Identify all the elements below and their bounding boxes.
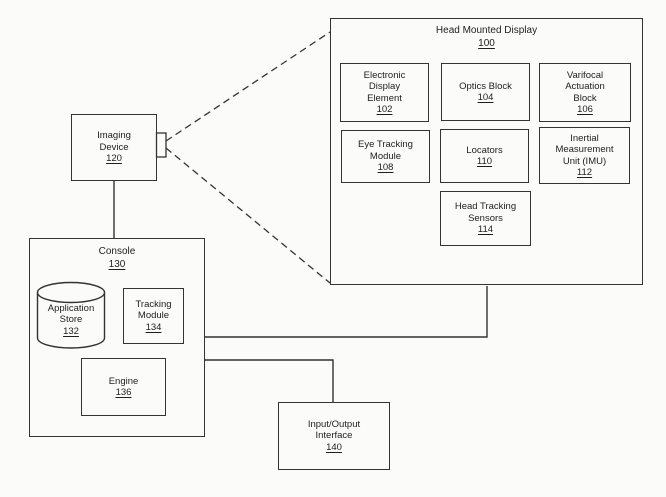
node-head-tracking-sensors-label: Head Tracking Sensors [454, 201, 517, 224]
node-optics-block: Optics Block 104 [441, 63, 530, 121]
node-electronic-display-element-label: Electronic Display Element [363, 69, 406, 104]
node-tracking-module-ref: 134 [145, 321, 162, 333]
node-head-tracking-sensors-ref: 114 [477, 224, 494, 236]
node-io-interface: Input/Output Interface 140 [278, 402, 390, 470]
node-engine-ref: 136 [115, 387, 132, 398]
node-eye-tracking-module-ref: 108 [377, 162, 394, 174]
node-tracking-module: Tracking Module 134 [123, 288, 184, 344]
node-engine: Engine 136 [81, 358, 166, 416]
node-eye-tracking-module: Eye Tracking Module 108 [341, 130, 430, 183]
node-electronic-display-element: Electronic Display Element 102 [340, 63, 429, 122]
node-electronic-display-element-ref: 102 [376, 104, 393, 115]
node-imaging-device-label: Imaging Device [97, 130, 131, 153]
node-optics-block-ref: 104 [477, 92, 494, 103]
node-inertial-measurement-unit: Inertial Measurement Unit (IMU) 112 [539, 127, 630, 184]
wire-console-to-hmd [205, 286, 488, 338]
node-engine-label: Engine [108, 375, 139, 387]
node-head-tracking-sensors: Head Tracking Sensors 114 [440, 191, 531, 246]
node-optics-block-label: Optics Block [459, 80, 512, 92]
node-inertial-measurement-unit-ref: 112 [576, 167, 593, 178]
wire-console-to-io [205, 359, 334, 402]
node-imaging-device-ref: 120 [106, 153, 122, 165]
node-eye-tracking-module-label: Eye Tracking Module [358, 139, 413, 162]
node-io-interface-ref: 140 [326, 441, 342, 453]
hmd-title-block: Head Mounted Display 100 [331, 24, 642, 50]
console-title-block: Console 130 [30, 245, 204, 271]
camera-lens-icon [155, 132, 167, 158]
node-inertial-measurement-unit-label: Inertial Measurement Unit (IMU) [555, 132, 614, 167]
node-locators: Locators 110 [440, 129, 529, 183]
node-locators-label: Locators [466, 144, 503, 156]
node-imaging-device: Imaging Device 120 [71, 114, 157, 181]
node-varifocal-actuation-block: Varifocal Actuation Block 106 [539, 63, 631, 122]
node-locators-ref: 110 [476, 156, 493, 167]
node-varifocal-actuation-block-label: Varifocal Actuation Block [565, 69, 605, 104]
node-tracking-module-label: Tracking Module [135, 298, 172, 322]
field-of-view-dashed-line-top [165, 31, 331, 142]
hmd-ref: 100 [478, 38, 495, 49]
head-mounted-display-box: Head Mounted Display 100 Electronic Disp… [330, 18, 643, 285]
node-application-store-ref: 132 [63, 325, 79, 337]
console-title: Console [98, 246, 136, 257]
node-application-store: Application Store 132 [37, 296, 105, 344]
node-application-store-label: Application Store [47, 302, 95, 326]
hmd-title: Head Mounted Display [435, 25, 538, 36]
node-varifocal-actuation-block-ref: 106 [577, 104, 593, 115]
console-ref: 130 [108, 259, 126, 270]
node-io-interface-label: Input/Output Interface [307, 418, 361, 442]
